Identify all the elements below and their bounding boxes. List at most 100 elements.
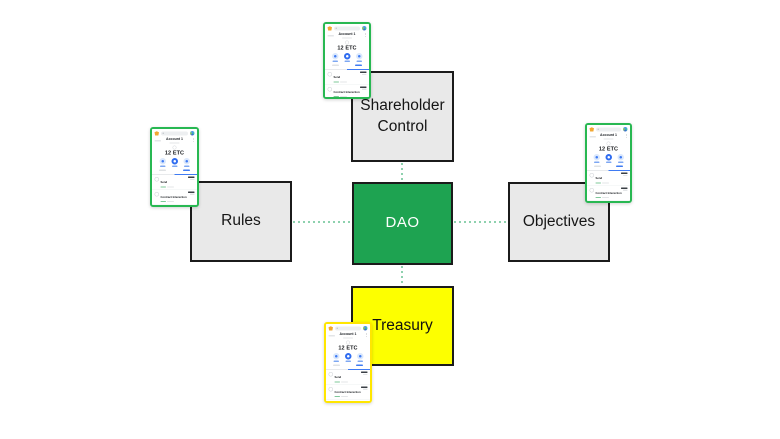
send-icon (344, 353, 352, 360)
swap-icon (356, 353, 364, 360)
tx-contract-icon (589, 187, 594, 193)
wallet-balance: 12 ETC (338, 345, 358, 351)
buy-icon (332, 353, 340, 360)
account-avatar (363, 326, 368, 331)
tx-send-icon (154, 177, 159, 182)
transaction-row: Contract Interaction (325, 85, 369, 97)
tx-amount-bar (361, 371, 368, 373)
search-icon (162, 132, 164, 134)
wallet-screen: Account 1 ⋮ 12 ETC Send (325, 24, 369, 97)
node-label: Objectives (522, 212, 596, 230)
tx-title: Send (595, 177, 603, 180)
wallet-screen: Account 1 ⋮ 12 ETC Send (326, 324, 370, 401)
address-bar (342, 37, 352, 39)
tx-status-bar (334, 396, 340, 397)
tx-fiat-bar (363, 373, 368, 375)
kebab-menu-icon: ⋮ (191, 138, 196, 143)
buy-icon (159, 158, 166, 165)
tx-date-bar (602, 182, 609, 184)
node-rules: Rules (190, 181, 292, 262)
tx-amount-bar (621, 187, 628, 189)
tx-send-icon (327, 72, 332, 77)
action-label-bar (617, 161, 624, 163)
search-icon (335, 27, 337, 29)
action-label-bar (357, 360, 363, 362)
node-label: Shareholder Control (360, 96, 445, 135)
wallet-tabs (326, 363, 370, 370)
connector-dao-objectives (454, 221, 507, 223)
tab-tokens (332, 64, 339, 66)
tx-fiat-bar (362, 88, 367, 90)
connector-dao-rules (293, 221, 351, 223)
wallet-balance: 12 ETC (164, 150, 185, 156)
tx-fiat-bar (623, 174, 628, 176)
action-label-bar (333, 360, 339, 362)
tx-title: Contract Interaction (595, 191, 622, 195)
tab-tokens (333, 364, 340, 366)
wallet-tabs (587, 164, 630, 171)
tx-amount-bar (360, 86, 367, 88)
address-bar (603, 138, 614, 140)
search-icon (597, 128, 599, 130)
swap-icon (617, 154, 624, 161)
tx-fiat-bar (190, 178, 195, 180)
token-icon (346, 340, 350, 345)
node-dao-center: DAO (352, 182, 453, 265)
wallet-balance: 12 ETC (598, 146, 619, 152)
action-label-bar (183, 165, 190, 167)
action-label-bar (605, 161, 612, 163)
account-name: Account 1 (166, 137, 183, 142)
account-name: Account 1 (600, 133, 617, 138)
search-icon (336, 327, 338, 329)
tx-fiat-bar (190, 193, 195, 195)
buy-icon (331, 53, 339, 60)
wallet-screenshot-bottom: Account 1 ⋮ 12 ETC Send (324, 322, 372, 403)
transaction-row: Send (326, 370, 370, 385)
node-label: DAO (385, 214, 420, 232)
kebab-menu-icon: ⋮ (363, 33, 368, 38)
account-avatar (623, 127, 628, 132)
wallet-balance: 12 ETC (337, 45, 357, 51)
buy-icon (593, 154, 600, 161)
tx-date-bar (602, 197, 609, 198)
network-label-bar (154, 140, 161, 142)
transaction-row: Send (152, 175, 197, 190)
tx-status-bar (160, 186, 166, 188)
action-label-bar (593, 161, 600, 163)
tx-fiat-bar (362, 73, 367, 75)
network-label-bar (328, 335, 335, 337)
swap-icon (355, 53, 363, 60)
tx-status-bar (333, 81, 339, 83)
tx-date-bar (341, 381, 348, 383)
tx-amount-bar (188, 191, 195, 193)
tx-send-icon (328, 372, 333, 377)
tx-title: Send (333, 76, 341, 79)
active-tab-underline (174, 173, 197, 175)
tx-status-bar (160, 201, 166, 202)
tx-fiat-bar (623, 189, 628, 191)
tx-title: Contract Interaction (333, 90, 360, 94)
network-label-bar (327, 35, 334, 37)
action-label-bar (344, 60, 350, 62)
action-label-bar (171, 165, 178, 167)
tx-title: Contract Interaction (160, 195, 187, 199)
metamask-fox-icon (154, 131, 159, 136)
send-icon (171, 158, 178, 165)
tab-tokens (159, 169, 166, 171)
token-icon (606, 141, 611, 146)
send-icon (343, 53, 351, 60)
metamask-fox-icon (328, 326, 333, 331)
account-name: Account 1 (338, 32, 356, 37)
token-icon (172, 145, 177, 150)
tx-contract-icon (154, 191, 159, 197)
node-shareholder-control: Shareholder Control (351, 71, 454, 162)
wallet-screenshot-top: Account 1 ⋮ 12 ETC Send (323, 22, 371, 99)
tab-activity (356, 364, 363, 366)
active-tab-underline (608, 169, 630, 171)
wallet-screen: Account 1 ⋮ 12 ETC Send (152, 129, 197, 205)
active-tab-underline (348, 368, 370, 370)
tx-amount-bar (621, 172, 628, 174)
transaction-row: Contract Interaction (152, 190, 197, 205)
search-bar (335, 326, 361, 331)
